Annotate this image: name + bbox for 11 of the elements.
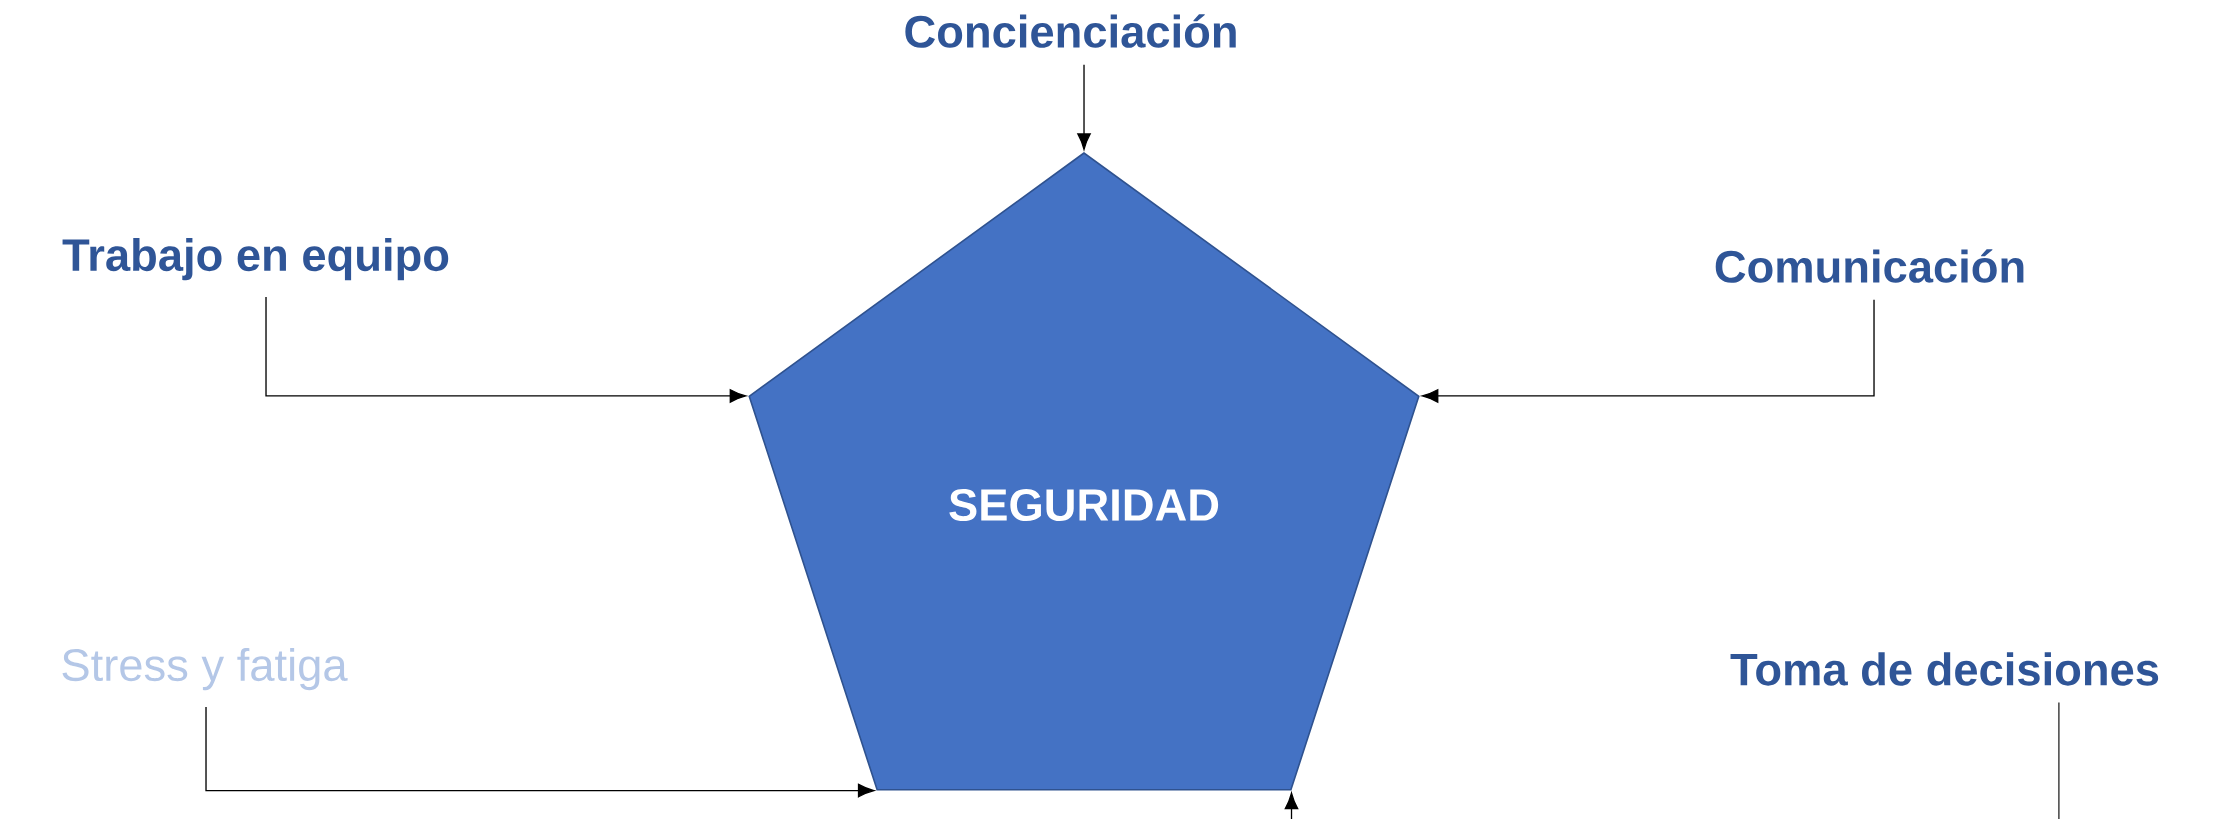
pentagon: SEGURIDAD bbox=[748, 152, 1420, 791]
arrow bbox=[1077, 64, 1091, 151]
label-text: Stress y fatiga bbox=[62, 647, 348, 691]
arrow bbox=[1421, 299, 1875, 403]
arrow bbox=[205, 706, 875, 798]
label-text: Concienciación bbox=[905, 14, 1236, 48]
label-text: Comunicación bbox=[1715, 249, 2024, 283]
arrow bbox=[1284, 701, 2060, 819]
arrow bbox=[265, 296, 747, 403]
label-text: Trabajo en equipo bbox=[62, 237, 449, 281]
label-text: Toma de decisiones bbox=[1730, 652, 2159, 686]
